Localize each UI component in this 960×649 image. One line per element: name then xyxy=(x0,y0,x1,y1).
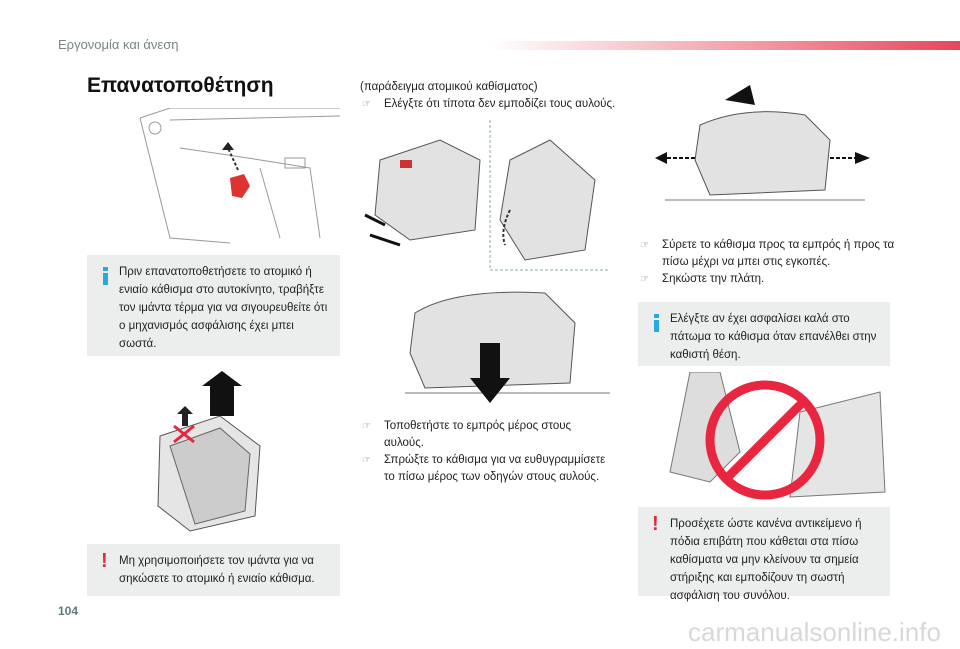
page-title: Επανατοποθέτηση xyxy=(87,74,274,97)
section-header: Εργονομία και άνεση xyxy=(58,37,179,52)
info-icon xyxy=(654,314,659,332)
warning-box-left: ! Μη χρησιμοποιήσετε τον ιμάντα για να σ… xyxy=(87,544,340,596)
pointing-hand-icon: ☞ xyxy=(362,99,371,110)
warning-box-right: ! Προσέχετε ώστε κανένα αντικείμενο ή πό… xyxy=(638,507,890,602)
warning-icon: ! xyxy=(101,550,108,572)
image-caption: (παράδειγμα ατομικού καθίσματος) xyxy=(360,81,538,93)
info-icon xyxy=(103,267,108,285)
pointing-hand-icon: ☞ xyxy=(362,421,371,432)
warning-icon: ! xyxy=(652,513,659,535)
page-number: 104 xyxy=(58,604,79,618)
bullet-item: ☞Σπρώξτε το κάθισμα για να ευθυγραμμίσετ… xyxy=(362,454,606,483)
pointing-hand-icon: ☞ xyxy=(362,455,371,466)
info-text: Ελέγξτε αν έχει ασφαλίσει καλά στο πάτωμ… xyxy=(670,313,877,361)
illustration-seat-anchor xyxy=(139,108,340,244)
header-accent-bar xyxy=(490,41,960,50)
illustration-seat-slide xyxy=(655,85,870,201)
bullet-list-bottom: ☞Τοποθετήστε το εμπρός μέρος στους αυλού… xyxy=(362,418,612,486)
bullet-list-right: ☞Σύρετε το κάθισμα προς τα εμπρός ή προς… xyxy=(640,237,895,288)
warning-text: Μη χρησιμοποιήσετε τον ιμάντα για να σηκ… xyxy=(119,555,315,585)
bullet-item: ☞Τοποθετήστε το εμπρός μέρος στους αυλού… xyxy=(362,420,572,449)
bullet-item: ☞Σηκώστε την πλάτη. xyxy=(640,271,895,288)
illustration-seat-push xyxy=(405,291,610,403)
illustration-prohibited-feet xyxy=(669,372,886,500)
illustration-seat-rails xyxy=(364,120,610,271)
bullet-item: ☞Ελέγξτε ότι τίποτα δεν εμποδίζει τους α… xyxy=(362,96,622,113)
watermark: carmanualsonline.info xyxy=(688,617,941,647)
illustration-seat-lift-warning xyxy=(157,371,261,532)
info-text: Πριν επανατοποθετήσετε το ατομικό ή ενια… xyxy=(119,266,328,350)
pointing-hand-icon: ☞ xyxy=(640,274,649,285)
bullet-list-top: ☞Ελέγξτε ότι τίποτα δεν εμποδίζει τους α… xyxy=(362,96,622,113)
info-box-right: Ελέγξτε αν έχει ασφαλίσει καλά στο πάτωμ… xyxy=(638,302,890,366)
info-box-left: Πριν επανατοποθετήσετε το ατομικό ή ενια… xyxy=(87,255,340,356)
warning-text: Προσέχετε ώστε κανένα αντικείμενο ή πόδι… xyxy=(670,518,862,602)
pointing-hand-icon: ☞ xyxy=(640,240,649,251)
bullet-item: ☞Σύρετε το κάθισμα προς τα εμπρός ή προς… xyxy=(640,239,895,268)
